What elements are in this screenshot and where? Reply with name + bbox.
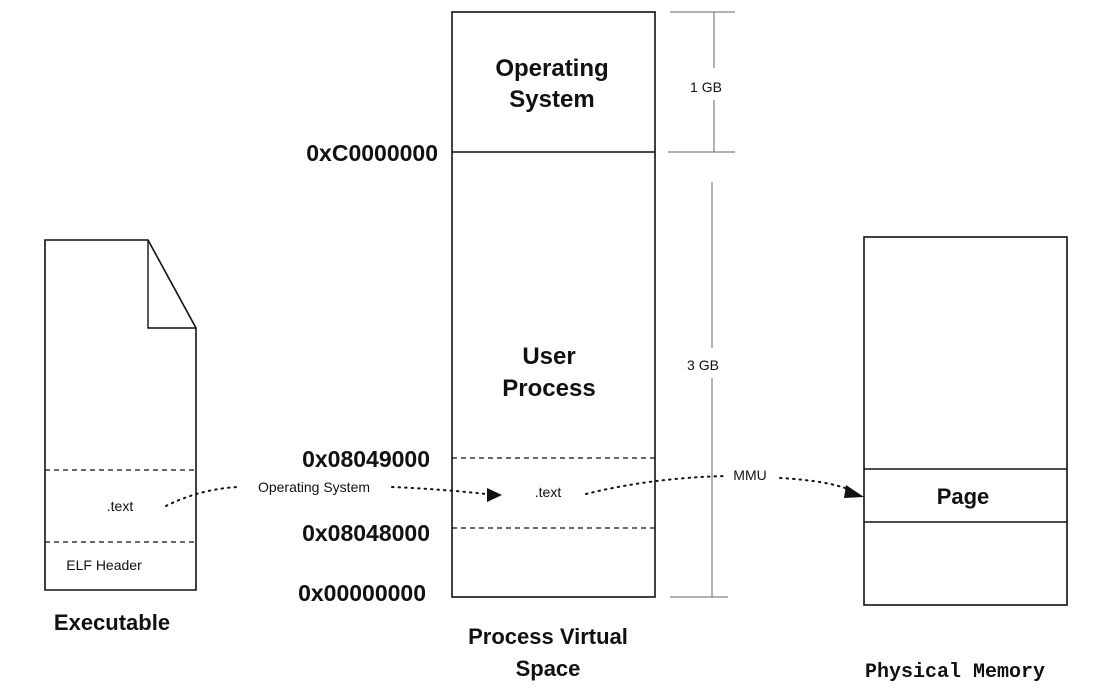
address-kernel-base: 0xC0000000	[306, 140, 438, 166]
virtual-space-caption-line1: Process Virtual	[468, 624, 628, 649]
executable-file: .text ELF Header Executable	[44, 239, 197, 635]
mmu-arrow-label: MMU	[733, 467, 766, 483]
page-fold-corner	[147, 240, 196, 329]
process-virtual-space: Operating System User Process .text 0xC0…	[298, 11, 656, 681]
executable-caption: Executable	[54, 610, 170, 635]
user-process-region-label-line2: Process	[502, 375, 595, 402]
elf-header-label: ELF Header	[66, 557, 142, 573]
physical-memory-caption: Physical Memory	[865, 661, 1045, 684]
address-text-end: 0x08049000	[302, 446, 430, 472]
executable-text-section-label: .text	[107, 498, 134, 514]
load-arrow-label: Operating System	[258, 479, 370, 495]
physical-memory: Page Physical Memory	[863, 236, 1068, 684]
address-zero: 0x00000000	[298, 580, 426, 606]
user-process-region-label-line1: User	[522, 343, 575, 370]
mmu-arrow-line	[585, 475, 726, 495]
virtual-space-caption-line2: Space	[516, 656, 581, 681]
physical-memory-column	[863, 236, 1068, 606]
virtual-text-section-label: .text	[535, 484, 562, 500]
executable-document-shape	[44, 239, 197, 591]
size-1gb-label: 1 GB	[690, 79, 722, 95]
mmu-arrow-line-continued	[779, 477, 851, 491]
mmu-mapping-arrow: MMU	[585, 467, 864, 498]
mmu-arrowhead	[844, 485, 864, 498]
load-arrow-line	[165, 486, 239, 507]
page-label: Page	[937, 484, 990, 509]
load-arrow-line-continued	[391, 486, 487, 495]
load-mapping-arrow: Operating System	[165, 479, 502, 507]
size-3gb-label: 3 GB	[687, 357, 719, 373]
address-text-start: 0x08048000	[302, 520, 430, 546]
operating-system-region-label-line2: System	[509, 86, 594, 113]
virtual-space-column	[451, 11, 656, 598]
operating-system-region-label-line1: Operating	[495, 55, 608, 82]
load-arrowhead	[487, 488, 502, 502]
size-ruler: 1 GB 3 GB	[668, 11, 735, 598]
